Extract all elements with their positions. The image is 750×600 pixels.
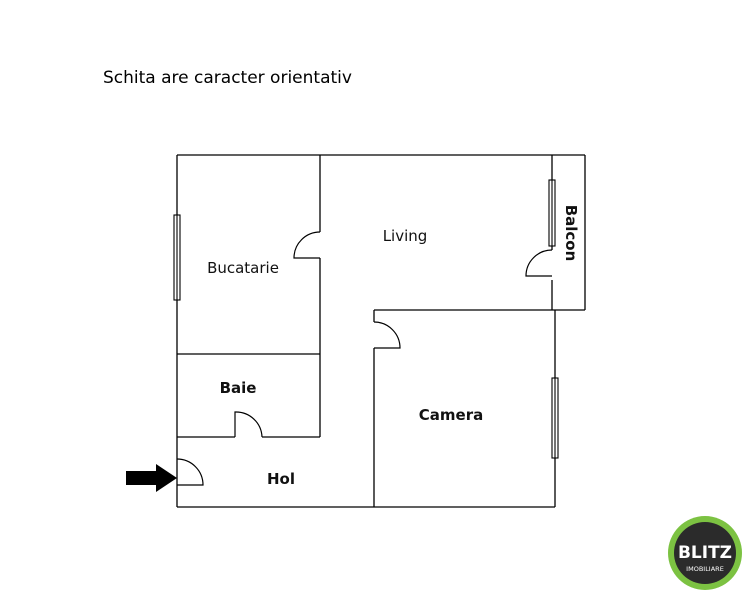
blitz-logo: BLITZ IMOBILIARE bbox=[668, 516, 742, 590]
floor-plan-walls bbox=[176, 154, 586, 508]
arrow-right-icon bbox=[126, 464, 177, 492]
door-living-balcon bbox=[525, 249, 553, 277]
windows bbox=[173, 179, 559, 459]
room-label-balcon: Balcon bbox=[562, 204, 580, 262]
page-title: Schita are caracter orientativ bbox=[103, 68, 352, 88]
room-label-camera: Camera bbox=[418, 406, 484, 424]
logo-line1: BLITZ bbox=[678, 543, 732, 563]
door-entrance bbox=[176, 458, 204, 486]
doors bbox=[176, 231, 553, 486]
door-camera bbox=[373, 321, 401, 349]
room-label-living: Living bbox=[382, 227, 428, 245]
door-kitchen-living bbox=[293, 231, 321, 259]
logo-line2: IMOBILIARE bbox=[686, 565, 724, 573]
door-bath bbox=[234, 411, 263, 438]
room-label-hol: Hol bbox=[266, 470, 296, 488]
room-label-baie: Baie bbox=[219, 379, 257, 397]
logo-disc bbox=[674, 522, 736, 584]
room-label-bucatarie: Bucatarie bbox=[207, 259, 279, 277]
